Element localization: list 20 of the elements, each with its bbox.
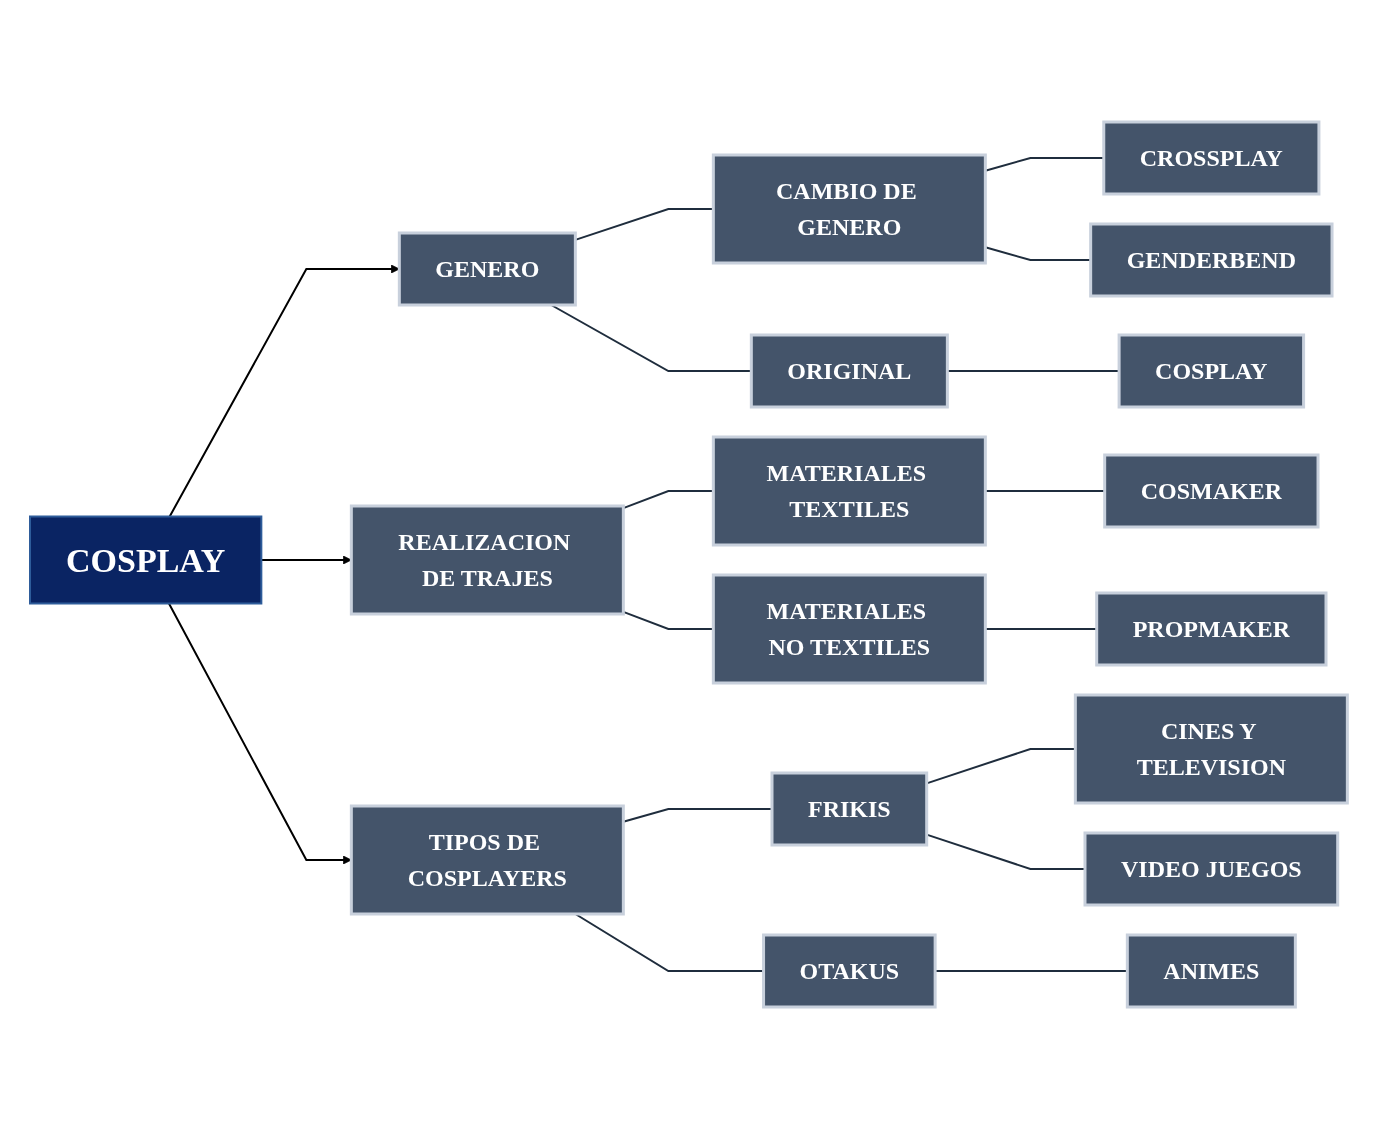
node-box: MATERIALES NO TEXTILES — [711, 573, 987, 685]
node-box: COSPLAY — [1117, 333, 1305, 409]
arrow — [168, 264, 400, 518]
node-box: COSPLAY — [28, 515, 263, 605]
node-box: CROSSPLAY — [1102, 120, 1321, 196]
node-box: VIDEO JUEGOS — [1083, 831, 1339, 907]
node-box: FRIKIS — [770, 771, 928, 847]
node-box: ORIGINAL — [749, 333, 949, 409]
node-box: ANIMES — [1125, 933, 1297, 1009]
node-box: OTAKUS — [761, 933, 937, 1009]
node-box: GENDERBEND — [1089, 222, 1334, 298]
node-box: MATERIALES TEXTILES — [711, 435, 987, 547]
arrow — [167, 602, 352, 865]
node-box: CAMBIO DE GENERO — [711, 153, 987, 265]
node-box: TIPOS DE COSPLAYERS — [349, 804, 625, 916]
node-box: CINES Y TELEVISION — [1073, 693, 1349, 805]
node-box: GENERO — [397, 231, 577, 307]
node-box: PROPMAKER — [1095, 591, 1328, 667]
node-box: COSMAKER — [1103, 453, 1320, 529]
node-box: REALIZACION DE TRAJES — [349, 504, 625, 616]
